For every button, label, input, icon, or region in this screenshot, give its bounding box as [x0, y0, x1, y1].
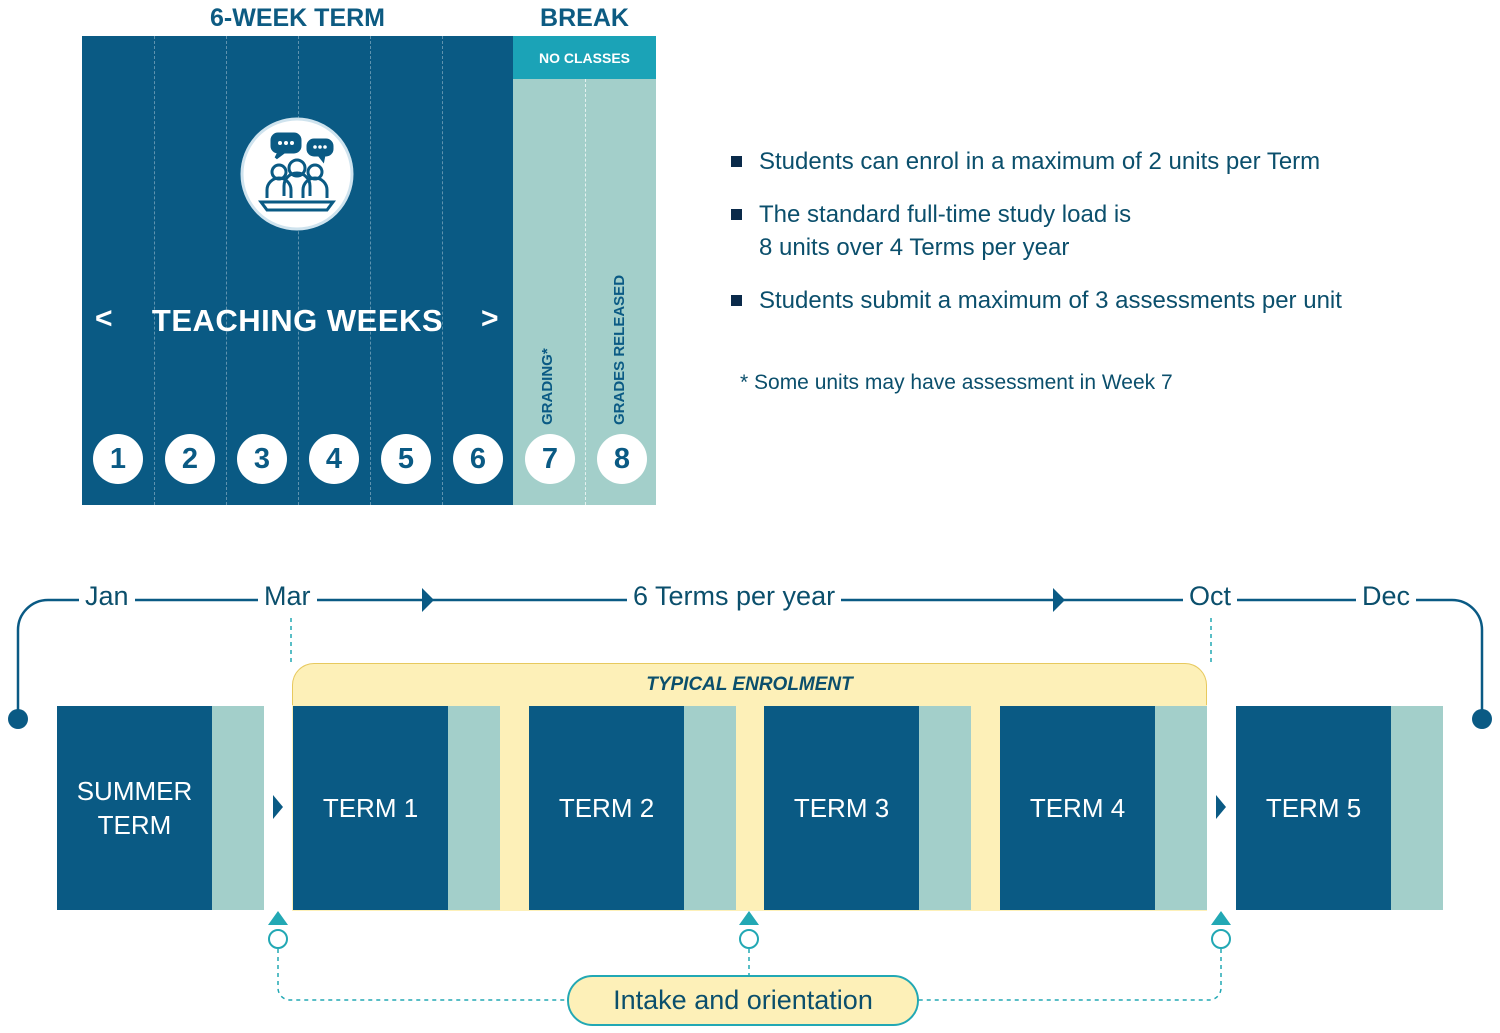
- bullet-item: Students submit a maximum of 3 assessmen…: [731, 284, 1471, 317]
- footnote: * Some units may have assessment in Week…: [740, 371, 1173, 394]
- break-divider: [585, 79, 586, 505]
- bullet-list: Students can enrol in a maximum of 2 uni…: [731, 145, 1471, 317]
- month-label-mar: Mar: [258, 581, 317, 612]
- week-divider: [442, 36, 443, 505]
- term-1-break: [448, 706, 500, 910]
- term-2-break: [684, 706, 736, 910]
- grading-label: GRADING*: [539, 348, 556, 425]
- week-circle: 5: [381, 434, 431, 484]
- summer-term-break: [212, 706, 264, 910]
- week-circle: 6: [453, 434, 503, 484]
- term-5-break: [1391, 706, 1443, 910]
- term-5-block: TERM 5: [1236, 706, 1391, 910]
- terms-per-year-label: 6 Terms per year: [627, 581, 842, 612]
- bullet-square-icon: [731, 156, 742, 167]
- week-divider: [226, 36, 227, 505]
- bullet-item: Students can enrol in a maximum of 2 uni…: [731, 145, 1471, 178]
- week-circle: 1: [93, 434, 143, 484]
- week-divider: [298, 36, 299, 505]
- bullet-square-icon: [731, 295, 742, 306]
- week-circle: 4: [309, 434, 359, 484]
- group-discussion-icon: [240, 117, 354, 231]
- term-3-block: TERM 3: [764, 706, 919, 910]
- week-circle: 2: [165, 434, 215, 484]
- bullet-item: The standard full-time study load is 8 u…: [731, 198, 1471, 264]
- term-1-block: TERM 1: [293, 706, 448, 910]
- teaching-weeks-block: [82, 36, 513, 505]
- week-circle: 3: [237, 434, 287, 484]
- month-label-jan: Jan: [79, 581, 135, 612]
- chevron-right-icon: >: [481, 302, 499, 335]
- break-header: BREAK: [540, 4, 629, 32]
- week-circle: 7: [525, 434, 575, 484]
- break-block: [513, 79, 656, 505]
- term-4-block: TERM 4: [1000, 706, 1155, 910]
- week-divider: [370, 36, 371, 505]
- week-divider: [154, 36, 155, 505]
- term-3-break: [919, 706, 971, 910]
- no-classes-banner: NO CLASSES: [513, 36, 656, 79]
- week-circle: 8: [597, 434, 647, 484]
- month-label-oct: Oct: [1183, 581, 1238, 612]
- bullet-square-icon: [731, 209, 742, 220]
- term-header: 6-WEEK TERM: [210, 4, 385, 32]
- typical-enrolment-band: TYPICAL ENROLMENT: [292, 663, 1207, 706]
- term-2-block: TERM 2: [529, 706, 684, 910]
- chevron-left-icon: <: [95, 302, 113, 335]
- teaching-weeks-label: TEACHING WEEKS: [151, 303, 444, 338]
- intake-orientation-pill: Intake and orientation: [567, 975, 919, 1026]
- grades-released-label: GRADES RELEASED: [611, 274, 628, 425]
- month-label-dec: Dec: [1356, 581, 1417, 612]
- term-4-break: [1155, 706, 1207, 910]
